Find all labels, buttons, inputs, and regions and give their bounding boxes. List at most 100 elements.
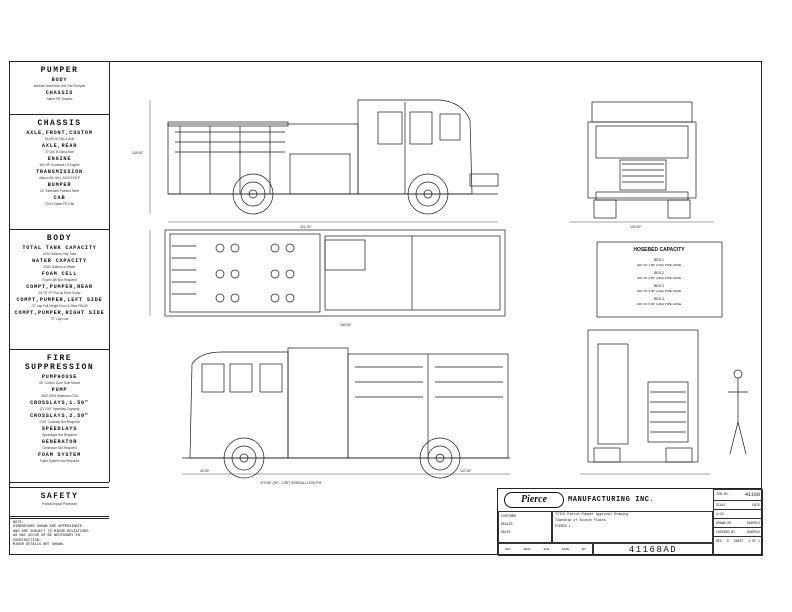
engine-label: ENGINE bbox=[47, 156, 72, 162]
generator-label: GENERATOR bbox=[41, 439, 78, 445]
side-view-officer bbox=[182, 347, 510, 479]
axle-rear-label: AXLE,REAR bbox=[41, 143, 78, 149]
drawn-date: 25APR24 bbox=[746, 521, 760, 525]
speedlays-label: SPEEDLAYS bbox=[41, 426, 78, 432]
crosslay2-label: CROSSLAYS,2.50" bbox=[30, 413, 89, 419]
hosebed-bed-value: 400' OF 1.50" (LDH) PIPE HOSE bbox=[637, 263, 681, 267]
safety-title: SAFETY bbox=[40, 492, 79, 501]
safety-section: SAFETY Frontal Impact Protection bbox=[10, 487, 109, 517]
hosebed-bed-label: BED 4 bbox=[654, 297, 664, 301]
foam-cell-label: FOAM CELL bbox=[41, 271, 78, 277]
axle-front-value: 16,000 lb TAK-4 Axle bbox=[44, 137, 75, 141]
water-label: WATER CAPACITY bbox=[32, 258, 87, 264]
chassis-label: CHASSIS bbox=[45, 90, 74, 96]
pump-value: 2000 GPM Waterous CSU bbox=[40, 394, 79, 398]
generator-value: Generator Not Required bbox=[42, 446, 77, 450]
body-label: BODY bbox=[51, 77, 68, 83]
rev-value: D bbox=[726, 539, 729, 543]
rev-col: DESC bbox=[523, 548, 531, 551]
note-line: AS MAY OCCUR OR BE NECESSARY IN bbox=[13, 534, 80, 539]
hosebed-bed-label: BED 1 bbox=[654, 258, 664, 262]
rev-col: REV bbox=[505, 548, 511, 551]
cab-value: 70/10 Saber FR Cab bbox=[44, 202, 75, 206]
dim-height: 118.00" bbox=[132, 151, 144, 155]
hosebed-title: HOSEBED CAPACITY bbox=[633, 247, 685, 253]
job-info: JOB NO. 41168 SCALE DATE 1=24 DRAWN BY 2… bbox=[713, 489, 763, 556]
dealer-label: DEALER bbox=[501, 522, 513, 526]
scale-label: SCALE bbox=[716, 503, 726, 507]
tank-value: 1000 Gallons Poly Tank bbox=[42, 252, 77, 256]
note-line: AND ARE SUBJECT TO MINOR DEVIATIONS bbox=[13, 529, 89, 534]
rear-view bbox=[580, 329, 748, 475]
revision-table: REV DESC ECN DATE BY bbox=[498, 543, 593, 556]
hosebed-box bbox=[596, 241, 723, 318]
front-view bbox=[570, 101, 714, 223]
dim-width: 100.00" bbox=[630, 225, 642, 229]
dim-top: 180.00" bbox=[340, 323, 352, 327]
date-label: DATE bbox=[752, 503, 760, 507]
right-compt-value: 72" Lap Low bbox=[50, 317, 69, 321]
rev-label: REV bbox=[716, 539, 722, 543]
body-title: BODY bbox=[46, 234, 73, 243]
pumphouse-value: 45" Control Zone Side Mount bbox=[39, 381, 80, 385]
crosslay1-label: CROSSLAYS,1.50" bbox=[30, 400, 89, 406]
axle-front-label: AXLE,FRONT,CUSTOM bbox=[26, 130, 93, 136]
truck-drawings: 118.00" 201.00" 180.00" 470.08" (39' - 2… bbox=[132, 99, 748, 485]
right-compt-label: COMPT,PUMPER,RIGHT SIDE bbox=[14, 310, 105, 316]
foam-system-label: FOAM SYSTEM bbox=[37, 452, 82, 458]
sheet-label: SHEET bbox=[733, 539, 744, 543]
chassis-title: CHASSIS bbox=[37, 119, 82, 128]
job-label: JOB NO. bbox=[716, 492, 730, 496]
dwg-number-cell: 41168AD bbox=[593, 543, 713, 556]
fire-title: FIRE SUPPRESSION bbox=[24, 354, 95, 372]
left-compt-label: COMPT,PUMPER,LEFT SIDE bbox=[16, 297, 103, 303]
chassis-value: Saber FR Chassis bbox=[46, 97, 73, 101]
transmission-label: TRANSMISSION bbox=[36, 169, 83, 175]
side-view-driver bbox=[149, 99, 499, 223]
pumper-title: PUMPER bbox=[40, 66, 79, 75]
drawing-title: Pierce Pumper Approval Drawing bbox=[567, 513, 629, 517]
customer-name: Township of Scotch Plains bbox=[555, 519, 606, 523]
title-block: Pierce MANUFACTURING INC. CUSTOMER DEALE… bbox=[497, 488, 763, 556]
dim-overall: 470.08" (39' - 2.08") OVERALL LENGTH bbox=[260, 481, 322, 485]
left-compt-value: 72" Lap Full Height Front & Rear FBL69 bbox=[31, 304, 88, 308]
title-cell: TITLE Pierce Pumper Approval Drawing Tow… bbox=[552, 511, 713, 543]
drawing-sheet: PUMPER BODY Medium Aluminum 2nd Gen Pump… bbox=[9, 61, 763, 556]
safety-value: Frontal Impact Protection bbox=[41, 502, 78, 506]
customer-label: CUSTOMER bbox=[501, 514, 517, 518]
dim-wheelbase: 201.00" bbox=[300, 225, 312, 229]
checked-label: CHECKED BY bbox=[716, 530, 736, 534]
dim-front: 40.00" bbox=[200, 469, 210, 473]
speedlays-value: Speedlays Not Required bbox=[42, 433, 77, 437]
chassis-section: CHASSIS AXLE,FRONT,CUSTOM 16,000 lb TAK-… bbox=[10, 115, 109, 230]
dim-rear: 147.00" bbox=[460, 469, 472, 473]
rev-col: DATE bbox=[561, 548, 570, 551]
crosslay1-value: (2) 1.50" Speedlay Capacity bbox=[39, 407, 80, 411]
rev-col: ECN bbox=[543, 548, 550, 551]
spec-column: PUMPER BODY Medium Aluminum 2nd Gen Pump… bbox=[10, 62, 110, 517]
rear-compt-label: COMPT,PUMPER,REAR bbox=[26, 284, 93, 290]
note-title: NOTE: bbox=[13, 521, 24, 525]
dimension-note: NOTE: DIMENSIONS SHOWN ARE APPROXIMATE A… bbox=[10, 518, 109, 555]
pump-label: PUMP bbox=[51, 387, 68, 393]
pierce-logo: Pierce bbox=[504, 492, 564, 508]
tank-label: TOTAL TANK CAPACITY bbox=[22, 245, 97, 251]
hosebed-bed-value: 400' OF 5.00" (LDH) PIPE HOSE bbox=[637, 302, 681, 306]
engine-value: 450 HP Cummins L9 Engine bbox=[39, 163, 80, 167]
job-number: 41168 bbox=[744, 492, 760, 498]
checked-date: 25APR24 bbox=[746, 530, 760, 534]
note-line: CONSTRUCTION. bbox=[13, 538, 42, 543]
fire-suppression-section: FIRE SUPPRESSION PUMPHOUSE 45" Control Z… bbox=[10, 350, 109, 483]
company-name: MANUFACTURING INC. bbox=[568, 496, 655, 504]
bumper-label: BUMPER bbox=[47, 182, 72, 188]
pumper-section: PUMPER BODY Medium Aluminum 2nd Gen Pump… bbox=[10, 62, 109, 115]
cab-label: CAB bbox=[53, 195, 66, 201]
company-banner: Pierce MANUFACTURING INC. bbox=[498, 489, 713, 511]
note-line: DIMENSIONS SHOWN ARE APPROXIMATE bbox=[13, 525, 83, 530]
scale-value: 1=24 bbox=[714, 510, 762, 519]
axle-rear-value: 27,000 lb Dana Axle bbox=[45, 150, 74, 154]
sales-label: SALES bbox=[501, 530, 511, 534]
bumper-value: 22" Extended Painted Steel bbox=[40, 189, 79, 193]
drawn-label: DRAWN BY bbox=[716, 521, 732, 525]
dwg-number: 41168AD bbox=[628, 545, 678, 555]
